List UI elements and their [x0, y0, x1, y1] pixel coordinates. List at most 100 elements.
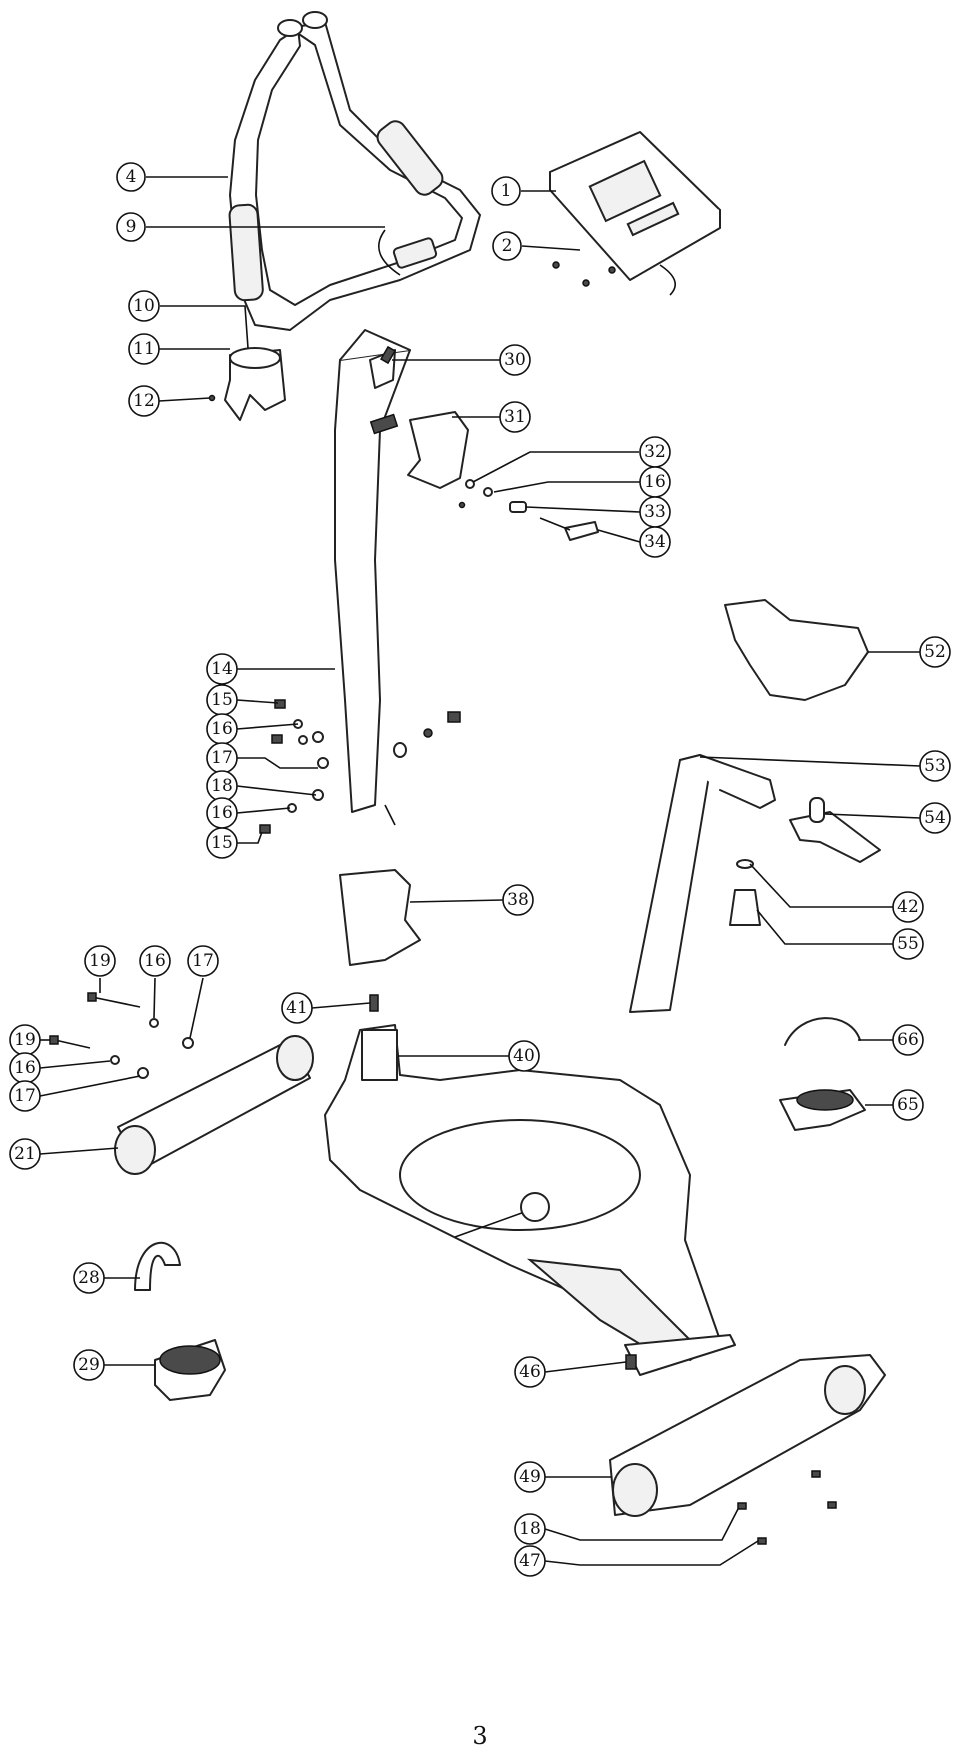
callout-14: 14: [206, 653, 238, 685]
sensor-wire-part: [378, 229, 401, 276]
svg-text:40: 40: [513, 1046, 535, 1066]
svg-text:47: 47: [519, 1551, 541, 1571]
svg-text:30: 30: [504, 350, 526, 370]
callout-9: 9: [116, 212, 146, 242]
post-shroud-part: [339, 869, 421, 966]
callout-31: 31: [499, 401, 531, 433]
callout-17-b: 17: [187, 945, 219, 977]
svg-text:28: 28: [78, 1268, 100, 1288]
callout-53: 53: [919, 750, 951, 782]
page-number: 3: [472, 1722, 488, 1750]
callout-66: 66: [892, 1024, 924, 1056]
callout-65: 65: [892, 1089, 924, 1121]
svg-text:11: 11: [133, 339, 155, 359]
callout-30: 30: [499, 344, 531, 376]
callout-17-a: 17: [206, 742, 238, 774]
svg-text:49: 49: [519, 1467, 541, 1487]
post-mounting-hardware: [259, 699, 461, 834]
svg-text:9: 9: [126, 217, 137, 237]
callout-21: 21: [9, 1138, 41, 1170]
callout-16-d: 16: [139, 945, 171, 977]
right-pedal-part: [779, 1017, 866, 1131]
frame-bolt-part: [625, 1354, 637, 1370]
svg-text:52: 52: [924, 642, 946, 662]
svg-text:66: 66: [897, 1030, 919, 1050]
tension-knob-hardware: [458, 479, 599, 541]
callout-15-a: 15: [206, 684, 238, 716]
left-pedal-part: [134, 1241, 226, 1401]
svg-text:15: 15: [211, 690, 233, 710]
leader-lines: [39, 176, 921, 1566]
seat-post-part: [629, 754, 776, 1013]
svg-text:16: 16: [144, 951, 166, 971]
svg-text:16: 16: [211, 719, 233, 739]
callout-38: 38: [502, 884, 534, 916]
seat-knob-part: [729, 859, 761, 926]
svg-text:18: 18: [211, 776, 233, 796]
svg-text:38: 38: [507, 890, 529, 910]
console-part: [549, 131, 721, 296]
svg-text:4: 4: [126, 167, 137, 187]
callout-19-a: 19: [84, 945, 116, 977]
callout-55: 55: [892, 928, 924, 960]
callout-42: 42: [892, 891, 924, 923]
callout-18-a: 18: [206, 770, 238, 802]
front-stabilizer-part: [114, 1035, 314, 1175]
post-cover-part: [407, 411, 469, 489]
stabilizer-bolts: [49, 992, 194, 1079]
svg-text:19: 19: [89, 951, 111, 971]
svg-text:16: 16: [644, 472, 666, 492]
main-frame-part: [324, 994, 736, 1376]
callout-54: 54: [919, 802, 951, 834]
svg-text:17: 17: [211, 748, 233, 768]
svg-text:2: 2: [502, 236, 513, 256]
svg-text:16: 16: [211, 803, 233, 823]
svg-text:21: 21: [14, 1144, 36, 1164]
callout-16-b: 16: [206, 713, 238, 745]
callout-34: 34: [639, 526, 671, 558]
svg-text:18: 18: [519, 1519, 541, 1539]
handlebar-part: [228, 11, 481, 331]
rear-stabilizer-part: [609, 1354, 886, 1517]
callout-33: 33: [639, 496, 671, 528]
svg-text:42: 42: [897, 897, 919, 917]
seat-part: [724, 599, 869, 701]
callout-17-c: 17: [9, 1080, 41, 1112]
svg-text:55: 55: [897, 934, 919, 954]
svg-text:46: 46: [519, 1362, 541, 1382]
callout-29: 29: [73, 1349, 105, 1381]
svg-text:12: 12: [133, 391, 155, 411]
svg-text:54: 54: [924, 808, 946, 828]
post-bolt-part: [380, 345, 396, 365]
svg-text:65: 65: [897, 1095, 919, 1115]
callout-40: 40: [508, 1040, 540, 1072]
svg-text:17: 17: [192, 951, 214, 971]
callout-2: 2: [492, 231, 522, 261]
callout-41: 41: [281, 992, 313, 1024]
svg-text:29: 29: [78, 1355, 100, 1375]
callout-16-e: 16: [9, 1052, 41, 1084]
svg-text:33: 33: [644, 502, 666, 522]
callout-1: 1: [491, 176, 521, 206]
svg-text:15: 15: [211, 833, 233, 853]
callout-11: 11: [128, 333, 160, 365]
svg-text:34: 34: [644, 532, 666, 552]
svg-text:16: 16: [14, 1058, 36, 1078]
svg-text:41: 41: [286, 998, 308, 1018]
svg-text:14: 14: [211, 659, 233, 679]
callout-52: 52: [919, 636, 951, 668]
callout-49: 49: [514, 1461, 546, 1493]
rear-stabilizer-hardware: [737, 1470, 837, 1545]
callout-4: 4: [116, 162, 146, 192]
callout-46: 46: [514, 1356, 546, 1388]
callout-16-a: 16: [639, 466, 671, 498]
callout-47: 47: [514, 1545, 546, 1577]
svg-text:32: 32: [644, 442, 666, 462]
svg-text:31: 31: [504, 407, 526, 427]
callout-15-b: 15: [206, 827, 238, 859]
callout-12: 12: [128, 385, 160, 417]
callout-28: 28: [73, 1262, 105, 1294]
svg-text:10: 10: [133, 296, 155, 316]
callout-32: 32: [639, 436, 671, 468]
